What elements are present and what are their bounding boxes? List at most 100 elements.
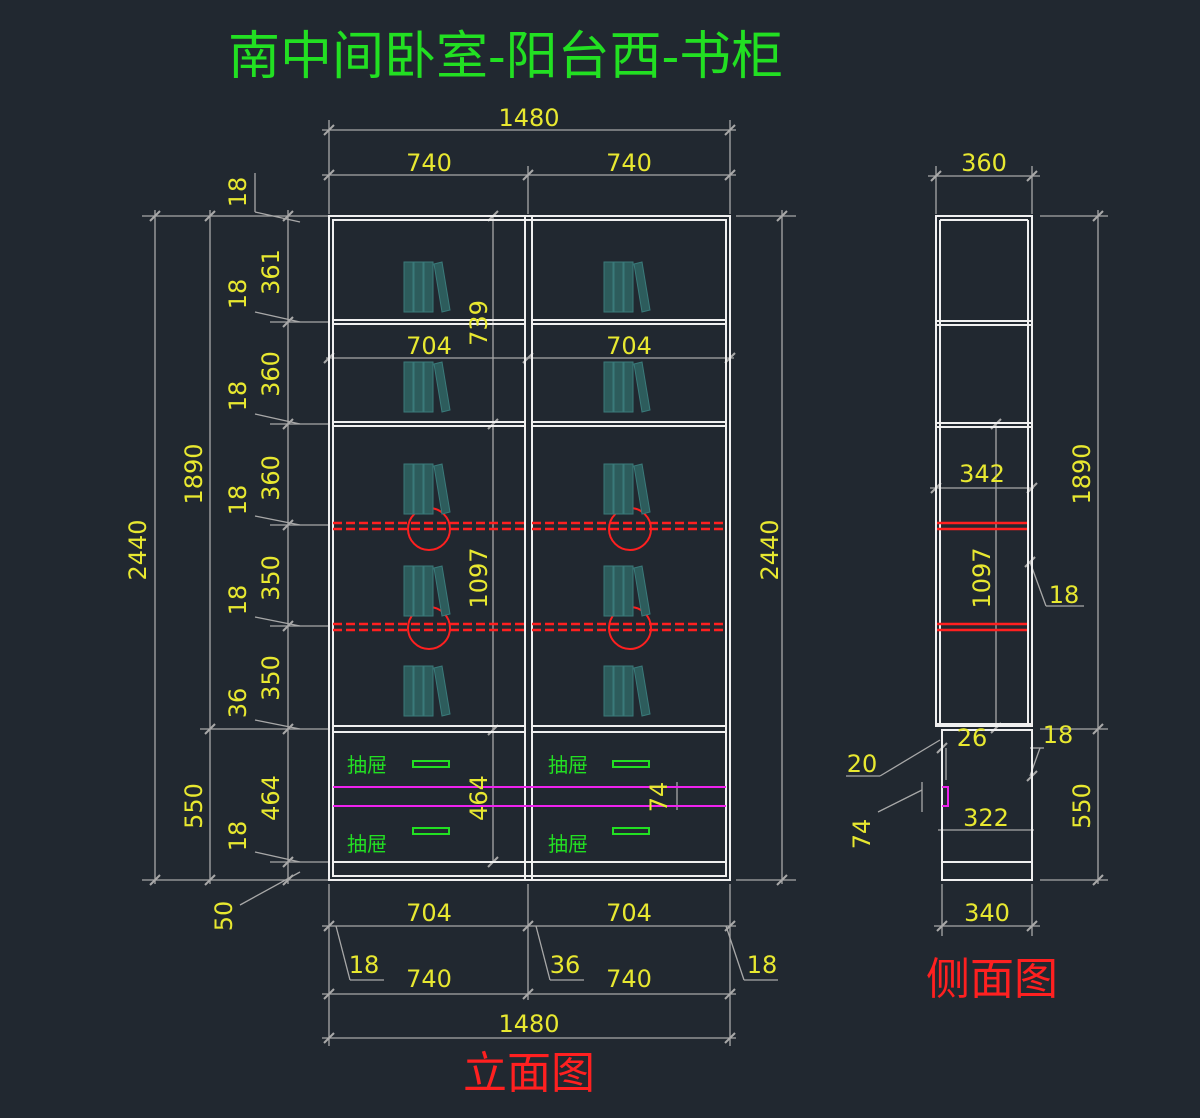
- dim-right-panel: 18: [747, 951, 778, 979]
- dim-right-width-top: 740: [606, 149, 652, 177]
- dimension-tick: [724, 1032, 736, 1044]
- dimension-tick: [522, 988, 534, 1000]
- dim-space: 350: [257, 655, 285, 701]
- dim-left-inner-bottom: 704: [406, 899, 452, 927]
- dim-space: 360: [257, 351, 285, 397]
- adjustable-shelf-lines: [333, 521, 726, 632]
- drawer-handle: [612, 760, 650, 768]
- dim-left-inner-top: 704: [406, 332, 452, 360]
- dim-drawer-thickness-18: 18: [1043, 721, 1074, 749]
- dim-mid-thickness: 36: [224, 688, 252, 719]
- dimension-tick: [724, 124, 736, 136]
- dim-left-lower-height: 550: [180, 783, 208, 829]
- dim-right-inner-top: 704: [606, 332, 652, 360]
- dimension-tick: [149, 210, 161, 222]
- dimension-tick: [776, 874, 788, 886]
- dim-center-height: 1097: [465, 547, 493, 608]
- dimension-tick: [776, 210, 788, 222]
- dim-left-width-top: 740: [406, 149, 452, 177]
- dimension-tick: [323, 124, 335, 136]
- drawer-label: 抽屉: [347, 832, 387, 856]
- book-icon: [403, 565, 451, 617]
- book-icon: [403, 665, 451, 717]
- dim-right-width-bottom: 740: [606, 965, 652, 993]
- side-shelf-lines: [937, 521, 1027, 632]
- dimension-tick: [323, 920, 335, 932]
- dim-total-width-bottom: 1480: [498, 1010, 559, 1038]
- dim-drawer-depth: 322: [963, 804, 1009, 832]
- dimension-tick: [522, 169, 534, 181]
- dim-left-panel: 18: [349, 951, 380, 979]
- dimension-tick: [282, 874, 294, 886]
- dim-left-upper-height: 1890: [180, 443, 208, 504]
- dimension-tick: [282, 723, 294, 735]
- drawer-divider-lines: [333, 786, 726, 807]
- drawer-handle: [412, 827, 450, 835]
- dim-shelf-depth: 342: [959, 460, 1005, 488]
- dimension-tick: [323, 988, 335, 1000]
- dim-side-center-height: 1097: [968, 547, 996, 608]
- dim-drawer-gap: 74: [645, 782, 673, 813]
- dim-drawer-space: 464: [257, 775, 285, 821]
- dimension-tick: [522, 920, 534, 932]
- dimension-tick: [323, 169, 335, 181]
- dim-drawer-front-26: 26: [957, 724, 988, 752]
- book-icon: [603, 261, 651, 313]
- dimension-tick: [724, 988, 736, 1000]
- front-view-caption: 立面图: [463, 1048, 595, 1099]
- drawer-handle: [612, 827, 650, 835]
- dimension-tick: [323, 1032, 335, 1044]
- front-dimension-lines: [142, 120, 796, 1046]
- dimension-tick: [282, 418, 294, 430]
- dim-right-inner-bottom: 704: [606, 899, 652, 927]
- drawer-handles: [412, 760, 650, 835]
- front-cabinet-body: [328, 215, 731, 881]
- dim-shelf-thickness: 18: [224, 279, 252, 310]
- side-dimension-texts: 360 342 1097 18 1890 550 20 26 18 322 74…: [847, 149, 1096, 927]
- drawer-label: 抽屉: [548, 753, 588, 777]
- dimension-tick: [282, 856, 294, 868]
- book-icon: [403, 361, 451, 413]
- dim-shelf-thickness: 18: [224, 381, 252, 412]
- dim-total-width-top: 1480: [498, 104, 559, 132]
- front-dimension-texts: 1480 740 740 704 704 739 1097 464 74 244…: [124, 104, 784, 1038]
- dim-drawer-gap-20: 20: [847, 750, 878, 778]
- dim-side-right-lower-height: 550: [1068, 783, 1096, 829]
- dim-drawer-center-height: 464: [465, 775, 493, 821]
- dim-space: 350: [257, 555, 285, 601]
- dim-middle-panel: 36: [550, 951, 581, 979]
- dimension-tick: [204, 874, 216, 886]
- book-icon: [603, 565, 651, 617]
- dim-space: 360: [257, 455, 285, 501]
- book-icon: [603, 463, 651, 515]
- book-icon: [403, 261, 451, 313]
- drawing-title: 南中间卧室-阳台西-书柜: [228, 27, 783, 87]
- side-dimension-lines: [846, 166, 1108, 936]
- side-drawer-gap-mark: [942, 786, 949, 807]
- book-icon: [603, 361, 651, 413]
- dim-right-total-height: 2440: [756, 519, 784, 580]
- drawer-label: 抽屉: [548, 832, 588, 856]
- dim-side-shelf-thickness: 18: [1049, 581, 1080, 609]
- book-icon: [403, 463, 451, 515]
- dim-left-width-bottom: 740: [406, 965, 452, 993]
- dim-left-total-height: 2440: [124, 519, 152, 580]
- dim-top-depth: 360: [961, 149, 1007, 177]
- dimension-tick: [282, 519, 294, 531]
- dimension-tick: [149, 874, 161, 886]
- dim-shelf-thickness: 18: [224, 585, 252, 616]
- dim-plinth: 50: [210, 901, 238, 932]
- dimension-tick: [724, 169, 736, 181]
- dimension-tick: [487, 418, 499, 430]
- dim-shelf-thickness: 18: [224, 485, 252, 516]
- dimension-tick: [282, 620, 294, 632]
- dimension-tick: [204, 210, 216, 222]
- side-view-caption: 侧面图: [926, 954, 1058, 1005]
- dim-bottom-depth: 340: [964, 899, 1010, 927]
- drawer-label: 抽屉: [347, 753, 387, 777]
- dim-space: 361: [257, 249, 285, 295]
- dim-drawer-gap-74: 74: [848, 819, 876, 850]
- dimension-tick: [282, 316, 294, 328]
